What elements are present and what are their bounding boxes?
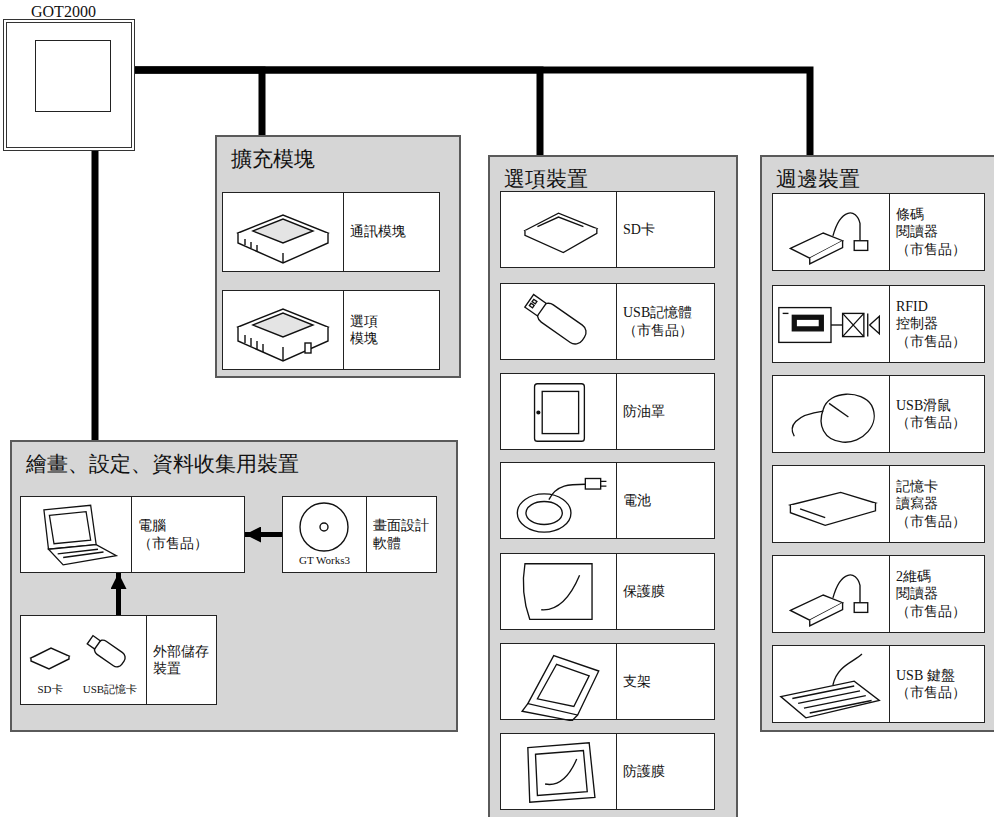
stand-icon [501, 644, 616, 721]
rfid-icon [773, 286, 889, 364]
text-cell: 外部儲存 裝置 [146, 616, 216, 704]
barcode-icon [773, 194, 889, 272]
option-device-box: SD卡 [500, 191, 715, 268]
option-device-box: USB記憶體 （市售品） [500, 283, 715, 360]
peripheral-box: RFID 控制器 （市售品） [772, 285, 985, 363]
peripheral-box: 2維碼 閱讀器 （市售品） [772, 555, 985, 633]
peripheral-box: USB滑鼠 （市售品） [772, 375, 985, 453]
bus-line [92, 151, 99, 440]
group-heading: 擴充模塊 [231, 145, 315, 173]
flow-arrow [116, 573, 121, 615]
item-label: 選項 模塊 [350, 313, 378, 348]
mouse-icon [773, 376, 889, 454]
item-label: USB記憶體 （市售品） [623, 304, 693, 339]
item-label: 畫面設計 軟體 [373, 517, 429, 552]
usb-icon [501, 284, 616, 361]
item-label: 外部儲存 裝置 [153, 643, 209, 678]
peripheral-box: 記憶卡 讀寫器 （市售品） [772, 465, 985, 543]
text-cell: RFID 控制器 （市售品） [889, 286, 984, 362]
item-label: SD卡 [623, 221, 655, 239]
item-label: 保護膜 [623, 583, 665, 601]
barcode-icon [773, 556, 889, 634]
text-cell: 2維碼 閱讀器 （市售品） [889, 556, 984, 632]
icon-caption: GT Works3 [283, 554, 366, 566]
text-cell: USB 鍵盤 （市售品） [889, 646, 984, 722]
item-label: 記憶卡 讀寫器 （市售品） [896, 478, 966, 531]
option-device-box: 防護膜 [500, 733, 715, 810]
flow-arrow [245, 532, 282, 537]
device-name: GOT2000 [31, 3, 96, 21]
group-panel: 電腦 （市售品） GT Works3 畫面設計 軟體 SD卡USB記憶卡外部儲存 裝置… [10, 440, 458, 732]
text-cell: 電池 [616, 463, 714, 538]
text-cell: 畫面設計 軟體 [366, 497, 436, 572]
item-label: RFID 控制器 （市售品） [896, 298, 966, 351]
icon-caption: USB記憶卡 [75, 682, 145, 697]
item-label: USB 鍵盤 （市售品） [896, 667, 966, 702]
icon-caption: SD卡 [25, 682, 75, 697]
software-box: GT Works3 畫面設計 軟體 [282, 496, 437, 573]
text-cell: SD卡 [616, 192, 714, 267]
communication-module: 通訊模塊 [222, 192, 440, 272]
option-module: 選項 模塊 [222, 290, 440, 370]
bus-line [135, 70, 810, 155]
keyboard-icon [773, 646, 889, 724]
group-heading: 繪畫、設定、資料收集用裝置 [26, 450, 299, 478]
text-cell: USB記憶體 （市售品） [616, 284, 714, 359]
opt-icon [223, 291, 343, 371]
option-device-box: 保護膜 [500, 553, 715, 630]
text-cell: USB滑鼠 （市售品） [889, 376, 984, 452]
item-label: 2維碼 閱讀器 （市售品） [896, 568, 966, 621]
bus-line [135, 70, 262, 135]
text-cell: 支架 [616, 644, 714, 719]
text-cell: 選項 模塊 [343, 291, 439, 369]
text-cell: 電腦 （市售品） [131, 497, 244, 572]
item-label: 通訊模塊 [350, 223, 406, 241]
text-cell: 防護膜 [616, 734, 714, 809]
item-label: 條碼 閱讀器 （市售品） [896, 206, 966, 259]
group-panel: 通訊模塊選項 模塊 擴充模塊 [215, 135, 461, 378]
option-device-box: 電池 [500, 462, 715, 539]
film-icon [501, 734, 616, 811]
item-label: 支架 [623, 673, 651, 691]
battery-icon [501, 463, 616, 540]
item-label: 防油罩 [623, 403, 665, 421]
text-cell: 條碼 閱讀器 （市售品） [889, 194, 984, 270]
storage-box: SD卡USB記憶卡外部儲存 裝置 [20, 615, 217, 705]
item-label: USB滑鼠 （市售品） [896, 397, 966, 432]
computer-box: 電腦 （市售品） [20, 496, 245, 573]
group-heading: 週邊裝置 [776, 165, 860, 193]
peripheral-box: 條碼 閱讀器 （市售品） [772, 193, 985, 271]
monitor-frame [3, 19, 135, 151]
option-device-box: 防油罩 [500, 373, 715, 450]
pc-icon [21, 497, 131, 574]
sd-icon [501, 192, 616, 269]
monitor-screen [35, 40, 111, 112]
got-panel: GOT2000 [3, 3, 135, 151]
group-panel: 條碼 閱讀器 （市售品） RFID 控制器 （市售品） USB滑鼠 （市售品） 記憶卡… [760, 155, 994, 732]
item-label: 電腦 （市售品） [138, 517, 208, 552]
comm-icon [223, 193, 343, 273]
text-cell: 通訊模塊 [343, 193, 439, 271]
item-label: 電池 [623, 492, 651, 510]
bus-line [135, 70, 540, 155]
oil-icon [501, 374, 616, 451]
text-cell: 防油罩 [616, 374, 714, 449]
option-device-box: 支架 [500, 643, 715, 720]
sheet-icon [501, 554, 616, 631]
group-heading: 選項裝置 [504, 165, 588, 193]
peripheral-box: USB 鍵盤 （市售品） [772, 645, 985, 723]
group-panel: SD卡 USB記憶體 （市售品） 防油罩電池保護膜支架防護膜 選項裝置 [488, 155, 738, 817]
text-cell: 記憶卡 讀寫器 （市售品） [889, 466, 984, 542]
item-label: 防護膜 [623, 763, 665, 781]
text-cell: 保護膜 [616, 554, 714, 629]
reader-icon [773, 466, 889, 544]
